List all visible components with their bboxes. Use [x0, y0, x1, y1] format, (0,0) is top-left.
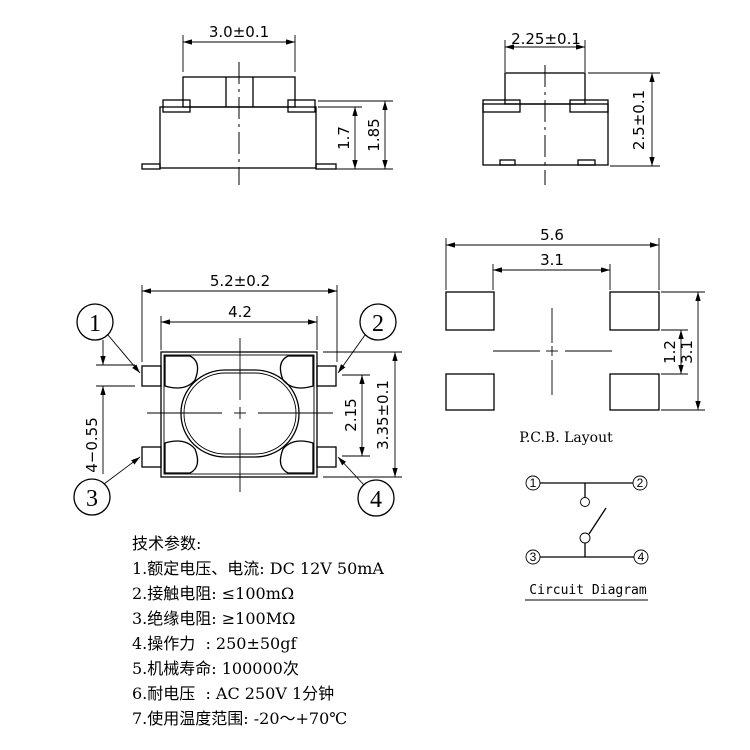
side-height-dim: 2.5±0.1 [630, 90, 648, 150]
spec-item: 6.耐电压 : AC 250V 1分钟 [132, 684, 335, 703]
spec-item: 5.机械寿命: 100000次 [132, 659, 299, 678]
outer-width-dim: 5.2±0.2 [210, 272, 270, 290]
circuit-pin-3: 3 [530, 550, 537, 564]
circuit-pin-4: 4 [638, 550, 645, 564]
spec-item: 7.使用温度范围: -20～+70℃ [132, 709, 348, 728]
circuit-title: Circuit Diagram [529, 583, 647, 598]
pcb-layout: 5.6 3.1 1.2 3.1 P.C.B. Layout [445, 226, 705, 446]
pcb-gap-dim: 1.2 [661, 340, 679, 364]
front-width-dim: 3.0±0.1 [209, 23, 269, 41]
body-width-dim: 4.2 [228, 303, 252, 321]
pin-callout-2: 2 [372, 311, 384, 337]
pcb-outer-dim: 5.6 [540, 226, 564, 244]
height-dim-1-85: 1.85 [365, 118, 383, 151]
side-view: 2.25±0.1 2.5±0.1 [482, 30, 660, 185]
spec-item: 3.绝缘电阻: ≥100MΩ [132, 609, 296, 628]
body-height-dim: 3.35±0.1 [374, 380, 392, 450]
spec-item: 4.操作力 : 250±50gf [132, 634, 297, 653]
side-width-dim: 2.25±0.1 [511, 30, 581, 48]
pin-callout-3: 3 [86, 486, 98, 512]
pin-callout-4: 4 [370, 487, 382, 513]
pcb-inner-dim: 3.1 [540, 251, 564, 269]
pin-width-dim: 4−0.55 [83, 417, 101, 473]
circuit-pin-2: 2 [637, 476, 644, 490]
pcb-height-dim: 3.1 [678, 340, 696, 364]
spec-heading: 技术参数: [132, 534, 202, 553]
pcb-pad [445, 291, 495, 331]
pin-pitch-dim: 2.15 [342, 398, 360, 431]
pcb-pad [609, 291, 660, 331]
pcb-pad [445, 373, 495, 411]
pcb-pad [609, 373, 660, 411]
spec-item: 1.额定电压、电流: DC 12V 50mA [132, 559, 384, 578]
circuit-diagram: 1 2 3 4 Circuit Diagram [525, 475, 649, 601]
pcb-layout-title: P.C.B. Layout [519, 430, 613, 446]
top-view: 5.2±0.2 4.2 4−0.55 2.15 [73, 272, 402, 517]
pin-callout-1: 1 [89, 311, 101, 337]
circuit-pin-1: 1 [530, 476, 537, 490]
front-side-view: 3.0±0.1 1.7 1.85 [141, 23, 393, 185]
switch-contact [588, 507, 607, 535]
height-dim-1-7: 1.7 [335, 126, 353, 150]
spec-item: 2.接触电阻: ≤100mΩ [132, 584, 295, 603]
